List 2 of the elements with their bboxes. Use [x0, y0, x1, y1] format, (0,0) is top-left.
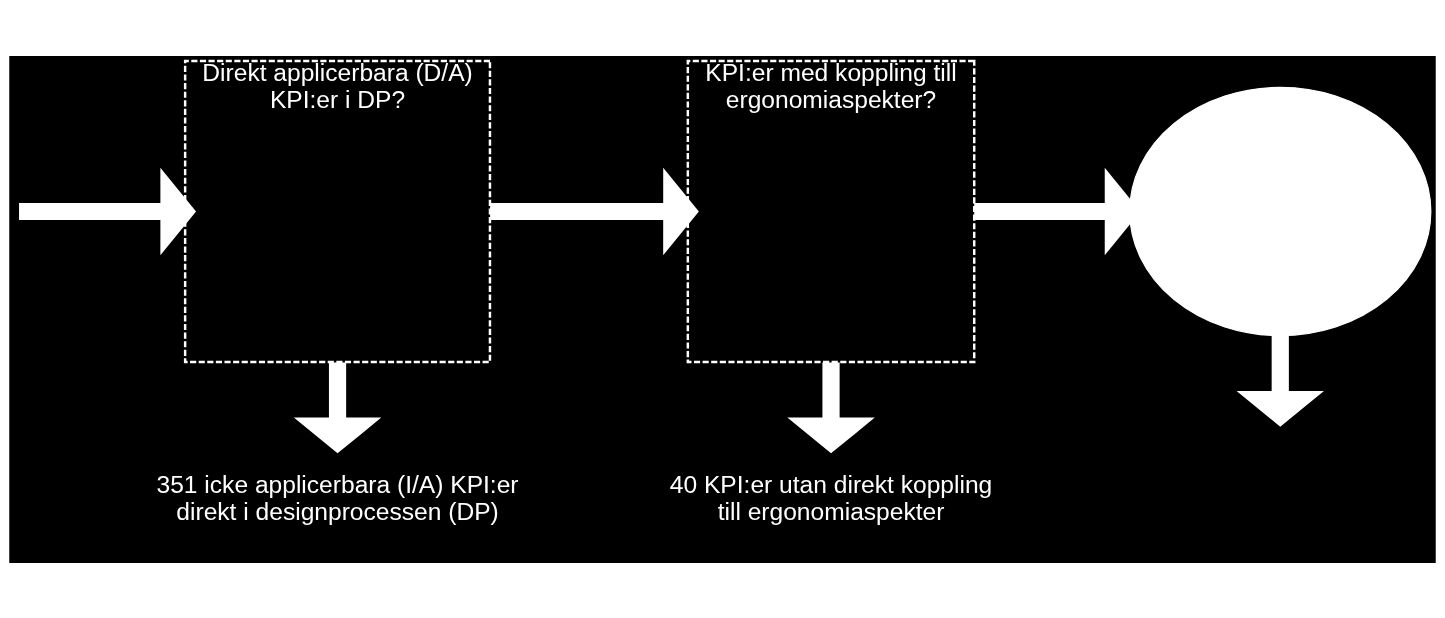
node-text: 40 KPI:er utan direkt koppling till ergonomiaspekter: [669, 470, 993, 525]
node-text: 351 icke applicerbara (I/A) KPI:er direkt i designprocessen (DP): [156, 470, 519, 525]
